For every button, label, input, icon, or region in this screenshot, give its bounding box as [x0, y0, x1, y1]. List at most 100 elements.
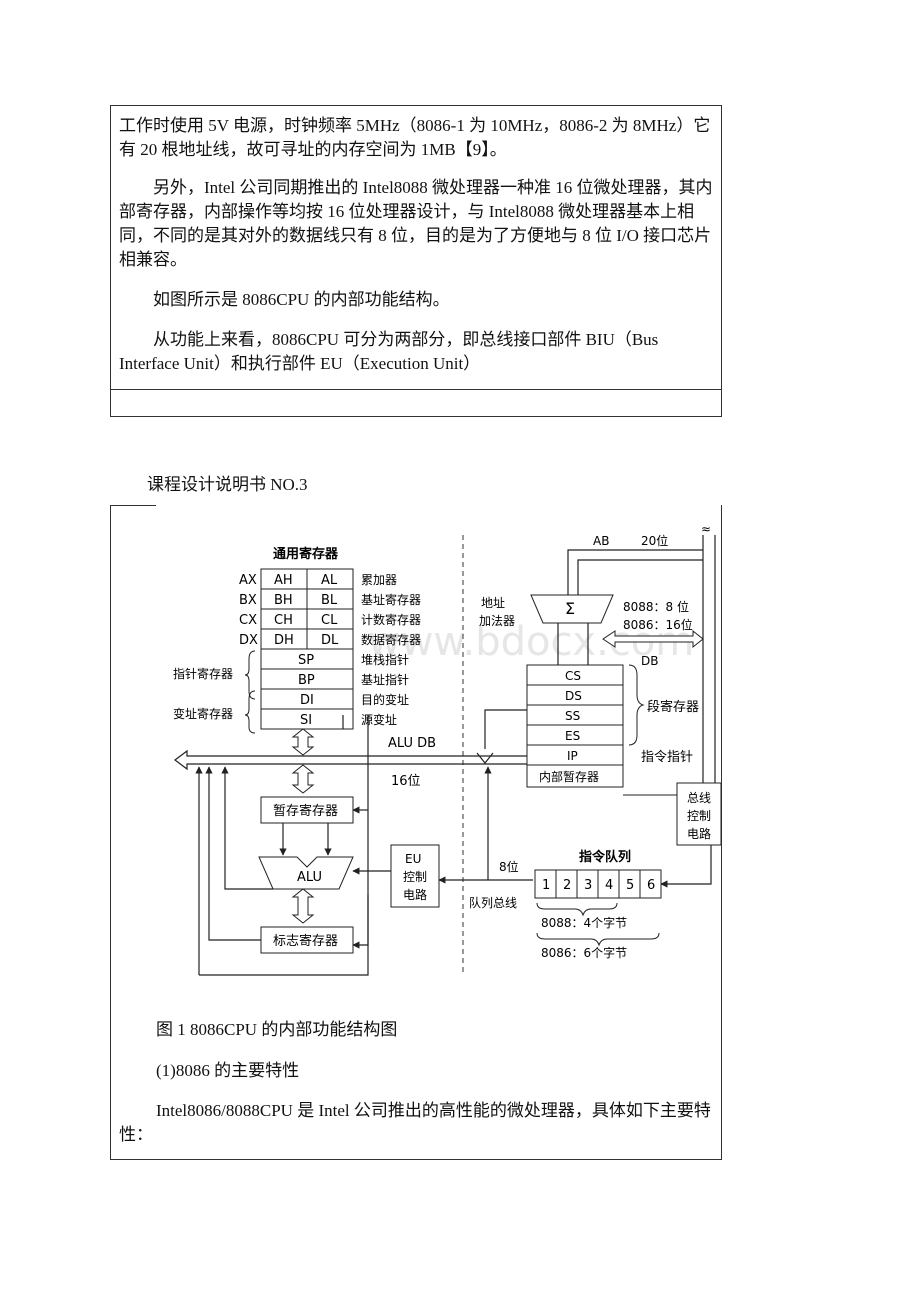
- eu-ctrl-line-flag: [352, 715, 369, 949]
- seg-cs: CS: [565, 669, 581, 683]
- reg-sp: SP: [298, 653, 314, 668]
- queue-brace-6: [536, 932, 660, 947]
- internal-temp-label: 内部暂存器: [539, 769, 599, 784]
- eu-ctrl-line3: 电路: [403, 887, 427, 902]
- reg-bl: BL: [321, 593, 338, 608]
- queue-cell-5: 5: [626, 878, 634, 893]
- reg-cl: CL: [321, 613, 338, 628]
- ip-label: 指令指针: [641, 750, 693, 765]
- reg-si: SI: [300, 713, 312, 728]
- flag-register-label: 标志寄存器: [273, 933, 338, 949]
- reg-dx: DX: [239, 633, 258, 648]
- index-group-label: 变址寄存器: [173, 706, 233, 721]
- page-heading: 课程设计说明书 NO.3: [147, 475, 308, 494]
- cpu-diagram: www.bdocx.com 通用寄存器 AX BX CX DX AH BH: [163, 515, 733, 1005]
- gpr-bus-link: [291, 728, 315, 756]
- db-label: DB: [641, 654, 658, 668]
- queue-cell-6: 6: [647, 878, 655, 893]
- text-box-1: 工作时使用 5V 电源，时钟频率 5MHz（8086-1 为 10MHz，808…: [110, 105, 722, 417]
- reg-dh: DH: [274, 633, 294, 648]
- queue-brace-4: [536, 902, 618, 917]
- temp-register-label: 暂存寄存器: [273, 803, 338, 819]
- reg-di: DI: [300, 693, 314, 708]
- alu-db-label: ALU DB: [388, 736, 436, 751]
- queue-cell-2: 2: [563, 878, 571, 893]
- gpr-grid: [260, 568, 354, 730]
- queue-8088: 8088：4个字节: [541, 915, 627, 930]
- desc-data: 数据寄存器: [361, 632, 421, 647]
- data-8088: 8088：8 位: [623, 599, 689, 614]
- bus-ctrl-to-queue: [660, 845, 712, 888]
- table-divider: [111, 389, 721, 390]
- addr-adder-line1: 地址: [481, 596, 505, 610]
- bus-ctrl-line1: 总线: [687, 791, 711, 805]
- sigma-symbol: Σ: [565, 599, 575, 618]
- desc-di: 目的变址: [361, 692, 409, 707]
- eu-control-box: [390, 844, 440, 908]
- reg-al: AL: [321, 573, 338, 588]
- gpr-title: 通用寄存器: [273, 546, 339, 562]
- reg-ah: AH: [274, 573, 293, 588]
- segment-group-label: 段寄存器: [647, 699, 699, 715]
- desc-acc: 累加器: [361, 573, 397, 587]
- desc-count: 计数寄存器: [361, 612, 421, 627]
- paragraph-5: Intel8086/8088CPU 是 Intel 公司推出的高性能的微处理器，…: [119, 1101, 711, 1144]
- eu-ctrl-line1: EU: [405, 852, 421, 866]
- desc-si: 源变址: [361, 712, 397, 727]
- seg-es: ES: [565, 729, 580, 743]
- queue-title: 指令队列: [579, 849, 631, 865]
- reg-bx: BX: [239, 593, 257, 608]
- temp-register-box: [260, 796, 354, 824]
- ab-20bit: 20位: [641, 533, 668, 548]
- desc-bp: 基址指针: [361, 672, 409, 687]
- alu-flag-link: [291, 888, 315, 924]
- figure-caption: 图 1 8086CPU 的内部功能结构图: [156, 1020, 398, 1039]
- alu-shape: [258, 856, 354, 890]
- reg-bh: BH: [274, 593, 293, 608]
- break-mark: ≈: [701, 522, 711, 536]
- queue-8086: 8086：6个字节: [541, 945, 627, 960]
- paragraph-3: 如图所示是 8086CPU 的内部功能结构。: [153, 290, 450, 309]
- reg-ch: CH: [274, 613, 293, 628]
- desc-sp: 堆栈指针: [361, 652, 409, 667]
- index-brace: [244, 690, 256, 734]
- ab-label: AB: [593, 534, 609, 548]
- pointer-group-label: 指针寄存器: [173, 666, 233, 681]
- db-arrow: [602, 629, 704, 649]
- seg-bus-arrowhead: [476, 752, 494, 764]
- alu-label: ALU: [297, 870, 322, 885]
- reg-bp: BP: [298, 673, 315, 688]
- seg-bus-link: [484, 709, 527, 749]
- pointer-brace: [244, 650, 256, 700]
- bus-16bit: 16位: [391, 774, 421, 789]
- eu-ctrl-line2: 控制: [403, 870, 427, 884]
- feedback-line-flag: [205, 766, 261, 941]
- bus-control-box: [676, 782, 722, 846]
- text-box-2: www.bdocx.com 通用寄存器 AX BX CX DX AH BH: [110, 505, 722, 1160]
- addr-adder-line2: 加法器: [479, 614, 515, 628]
- segment-brace: [628, 664, 645, 746]
- top-border-stub: [110, 505, 156, 506]
- bits-8-label: 8位: [499, 859, 519, 874]
- bus-ctrl-line3: 电路: [687, 826, 711, 841]
- queue-cell-3: 3: [584, 878, 592, 893]
- reg-ip: IP: [567, 749, 578, 763]
- desc-base: 基址寄存器: [361, 592, 421, 607]
- queue-bus-label: 队列总线: [469, 895, 517, 910]
- flag-register-box: [260, 926, 354, 954]
- reg-dl: DL: [321, 633, 339, 648]
- paragraph-1: 工作时使用 5V 电源，时钟频率 5MHz（8086-1 为 10MHz，808…: [119, 116, 711, 159]
- reg-ax: AX: [239, 573, 257, 588]
- alu-db-bus: [174, 749, 571, 771]
- ab-line-a: [567, 549, 703, 595]
- queue-cells: [534, 869, 662, 899]
- bus-ctrl-line2: 控制: [687, 809, 711, 823]
- seg-ds: DS: [565, 689, 582, 703]
- temp-bus-link: [291, 764, 315, 794]
- paragraph-4: 从功能上来看，8086CPU 可分为两部分，即总线接口部件 BIU（Bus In…: [119, 330, 659, 373]
- queue-cell-1: 1: [542, 878, 550, 893]
- data-8086: 8086：16位: [623, 617, 693, 632]
- address-adder-shape: [530, 594, 614, 624]
- queue-cell-4: 4: [605, 878, 613, 893]
- adder-seg-link: [557, 623, 589, 665]
